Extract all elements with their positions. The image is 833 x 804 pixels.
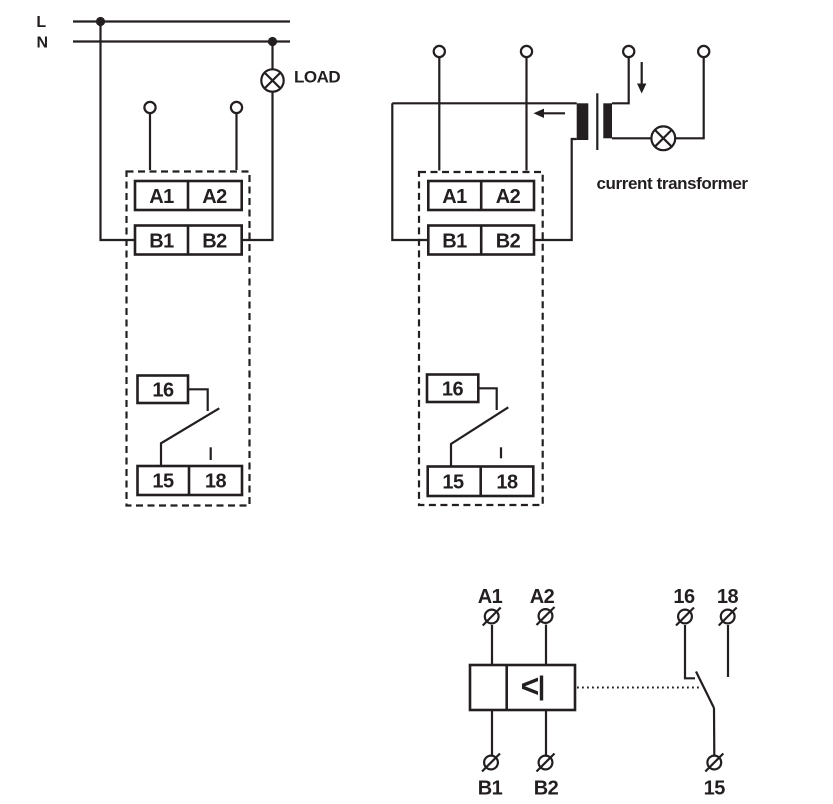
diagram-current-transformer: current transformer A1 A2 B1 B2 16 15	[391, 44, 749, 507]
terminal-block-b: B1 B2	[133, 224, 243, 256]
secondary-winding-bar	[576, 103, 589, 140]
device-outline	[125, 170, 251, 507]
pin-label-b2: B2	[534, 778, 559, 800]
relay-contact: 16 15 18	[136, 374, 244, 497]
terminal-16: 16	[442, 379, 464, 401]
primary-winding-bar	[603, 103, 612, 139]
screw-terminal-a1-icon	[481, 606, 502, 627]
contact-arm	[449, 406, 509, 467]
contact-arm	[695, 671, 715, 709]
terminal-16: 16	[152, 380, 174, 402]
load-label: LOAD	[294, 68, 340, 87]
secondary-current-arrow-icon	[533, 108, 565, 118]
terminal-15: 15	[442, 472, 464, 494]
pin-label-b1: B1	[478, 778, 503, 800]
supply-terminal-circle-a2	[519, 44, 534, 59]
contact-16-bracket	[683, 670, 695, 680]
screw-terminal-a2-icon	[535, 606, 556, 626]
load-lamp-icon	[650, 125, 677, 152]
undercurrent-symbol-lt: <	[521, 668, 540, 704]
primary-terminal-circle-out	[697, 44, 711, 59]
screw-terminal-b2-icon	[535, 752, 556, 773]
terminal-b1: B1	[149, 231, 174, 253]
contact-arm	[159, 407, 220, 466]
primary-in-wire	[612, 57, 630, 105]
load-lamp-icon	[260, 68, 285, 93]
screw-terminal-18-icon	[717, 606, 738, 627]
primary-out-wire	[675, 57, 705, 140]
secondary-b1-wire	[391, 103, 429, 242]
supply-terminal-circle-a2	[229, 100, 244, 115]
terminal-18: 18	[205, 471, 227, 493]
terminal-block-a: A1 A2	[133, 179, 243, 212]
phase-feed-wire	[99, 21, 135, 242]
pin-label-a2: A2	[530, 586, 555, 608]
contact-16-wire	[188, 388, 209, 411]
load-wire-lower	[241, 91, 274, 242]
pin-label-18: 18	[717, 586, 739, 608]
pin-label-a1: A1	[478, 586, 503, 608]
terminal-b2: B2	[202, 231, 227, 253]
terminal-block-a: A1 A2	[426, 179, 536, 212]
relay-contact: 16 15 18	[425, 373, 535, 498]
diagram-direct-connection: L N LOAD A1 A2	[36, 14, 341, 507]
terminal-18: 18	[496, 472, 518, 494]
terminal-a1: A1	[149, 186, 174, 208]
device-function-box: <	[468, 663, 577, 712]
secondary-b2-wire	[534, 137, 577, 242]
phase-label: L	[36, 14, 46, 31]
screw-terminal-16-icon	[675, 606, 695, 627]
screw-terminal-15-icon	[704, 752, 725, 773]
terminal-b2: B2	[496, 231, 521, 253]
terminal-b1: B1	[442, 231, 467, 253]
diagram-terminal-layout: A1 A2 16 18 <	[468, 586, 739, 800]
pin-label-15: 15	[704, 778, 726, 800]
neutral-label: N	[36, 35, 47, 52]
contact-16-wire	[478, 387, 498, 410]
primary-terminal-circle-in	[622, 44, 636, 59]
supply-terminal-circle-a1	[432, 44, 446, 59]
terminal-a2: A2	[202, 186, 227, 208]
pin-label-16: 16	[673, 586, 695, 608]
terminal-block-b: B1 B2	[426, 224, 536, 256]
primary-current-arrow-icon	[637, 62, 647, 94]
terminal-15: 15	[152, 471, 174, 493]
current-transformer-caption: current transformer	[597, 174, 749, 193]
terminal-a1: A1	[442, 186, 467, 208]
device-outline	[417, 170, 544, 507]
supply-terminal-circle-a1	[143, 100, 157, 115]
terminal-a2: A2	[496, 186, 521, 208]
changeover-contact	[683, 670, 716, 756]
screw-terminal-b1-icon	[481, 752, 501, 773]
current-transformer-icon	[576, 93, 612, 150]
